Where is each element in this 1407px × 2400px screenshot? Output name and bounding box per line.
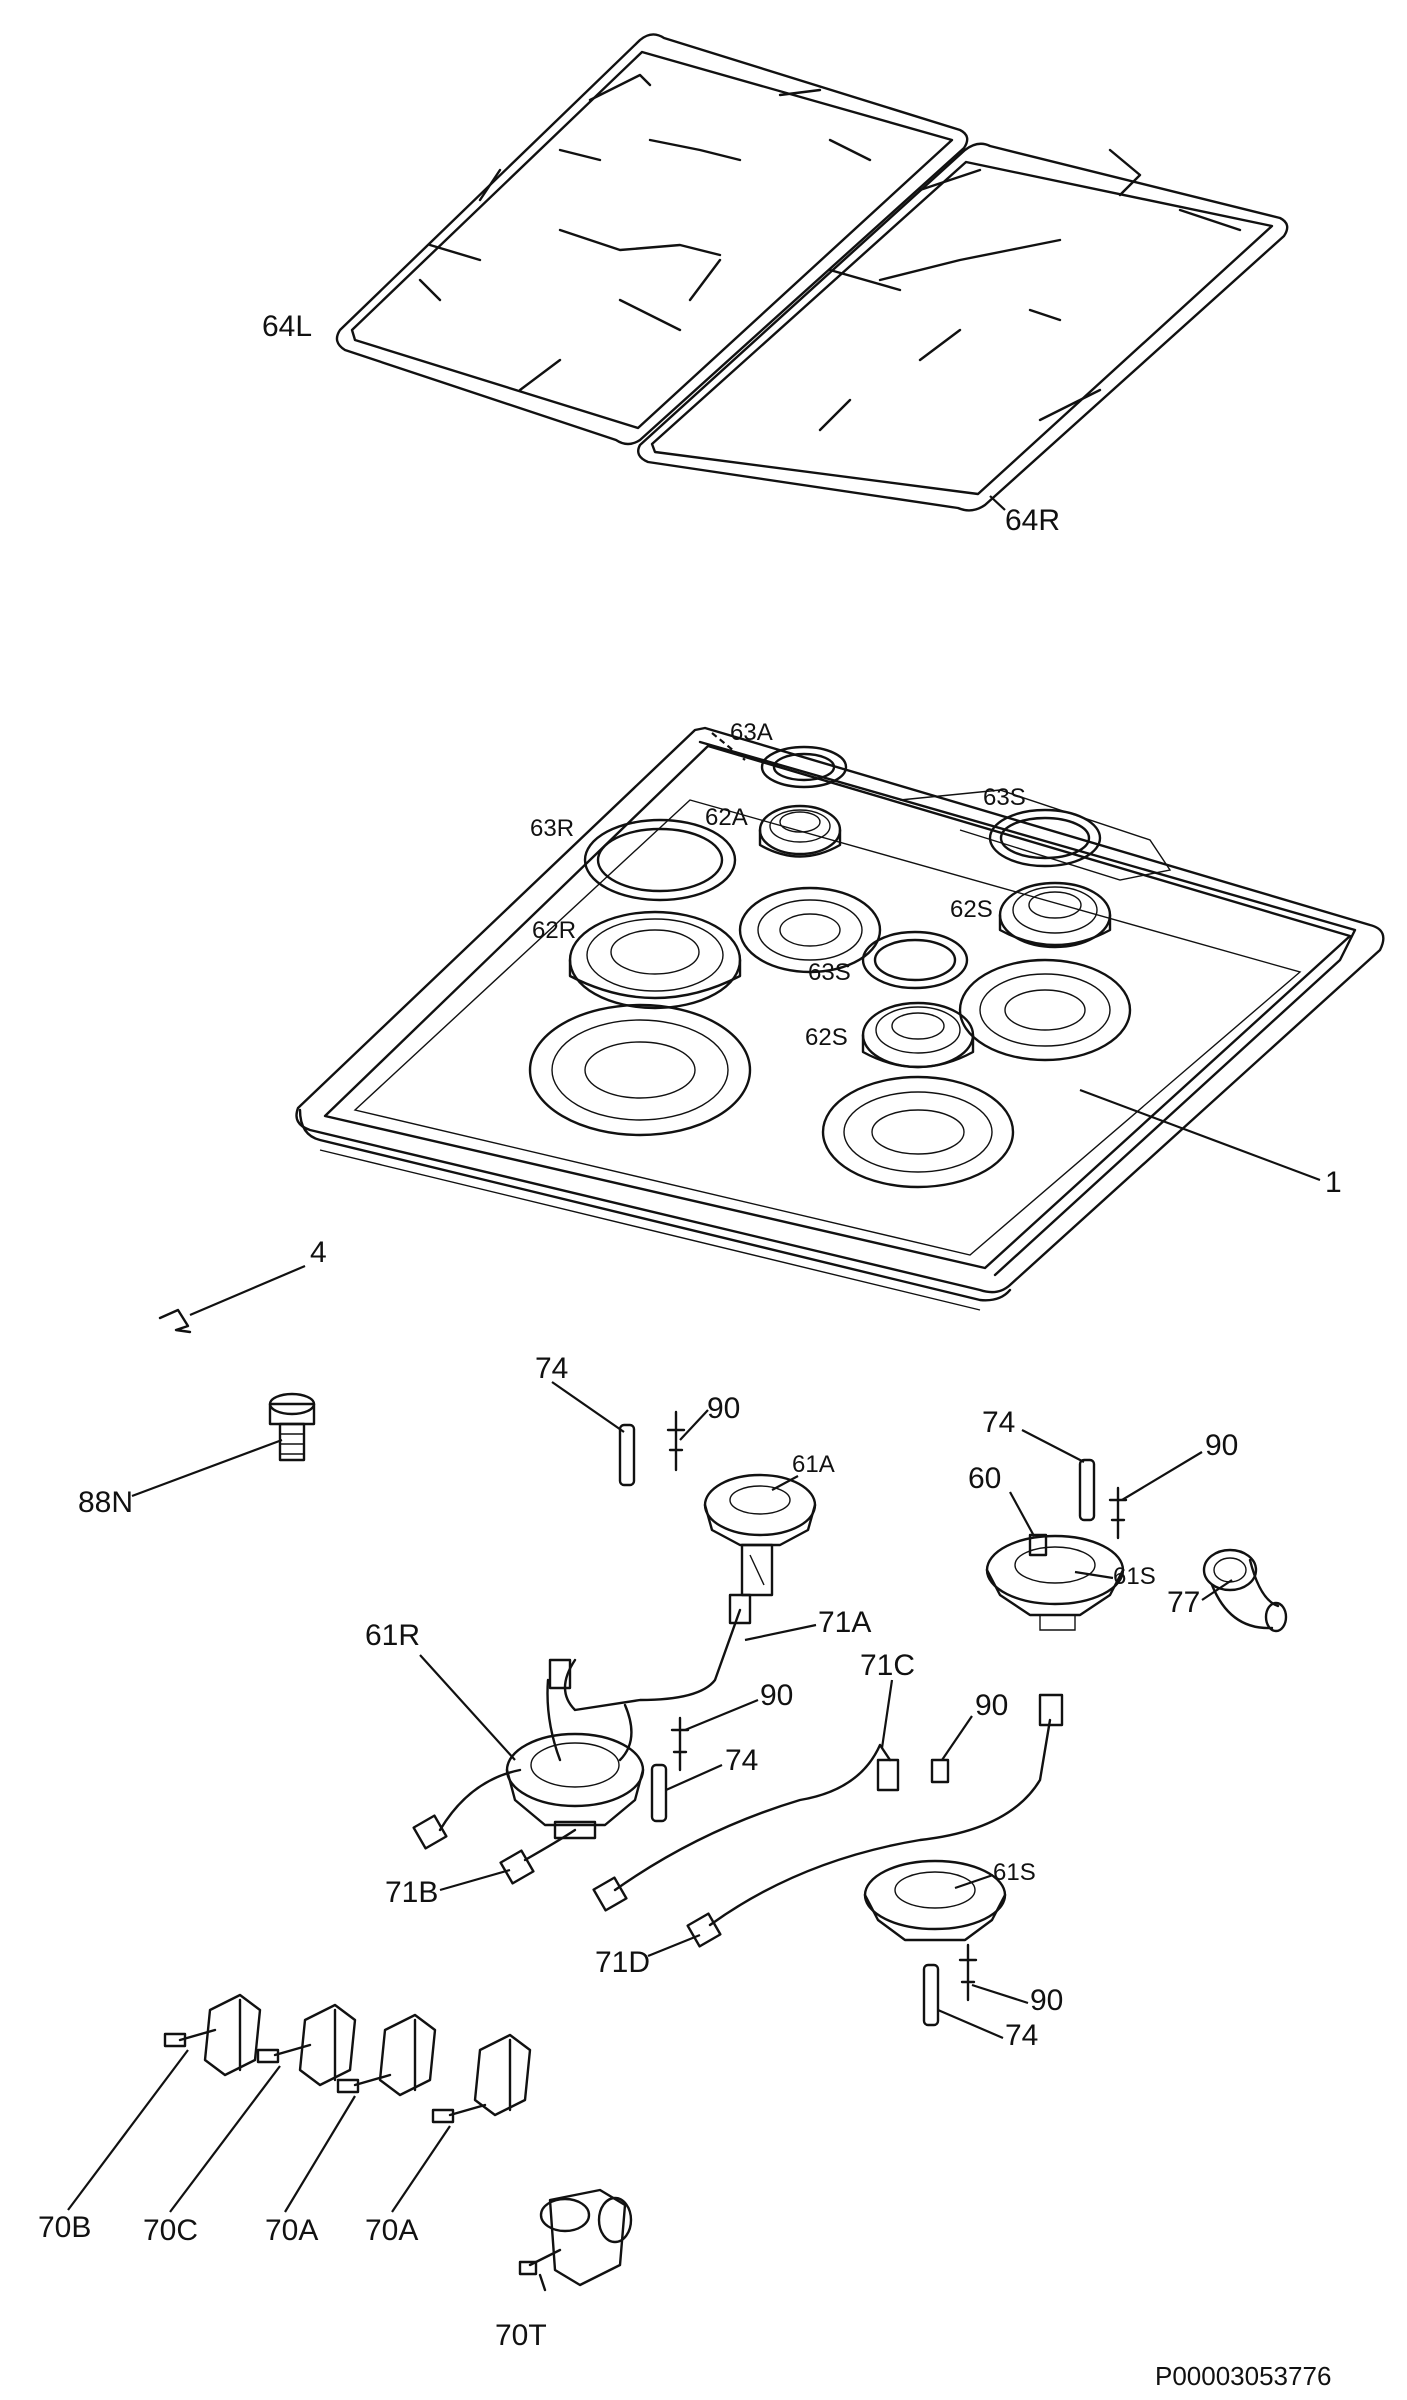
thermocouple-74-b xyxy=(1078,1458,1096,1522)
pan-support-left xyxy=(335,33,969,446)
label-88N: 88N xyxy=(78,1486,133,1519)
elbow-77 xyxy=(1202,1548,1288,1633)
label-62S-mid: 62S xyxy=(805,1024,848,1051)
electrode-90-c xyxy=(670,1716,690,1772)
label-90-d: 90 xyxy=(975,1689,1008,1722)
burner-body-61A xyxy=(703,1473,817,1597)
label-70T: 70T xyxy=(495,2319,547,2352)
label-77: 77 xyxy=(1167,1586,1200,1619)
clip-part xyxy=(158,1308,192,1334)
tube-71A xyxy=(546,1593,752,1762)
label-71C: 71C xyxy=(860,1649,915,1682)
electrode-90-a xyxy=(666,1410,686,1472)
tap-70A-b xyxy=(431,2033,532,2124)
valve-70T xyxy=(518,2188,633,2292)
tube-71D xyxy=(686,1693,1064,1948)
burner-seat-right xyxy=(958,958,1132,1062)
label-1: 1 xyxy=(1325,1166,1342,1199)
burner-62S-mid xyxy=(861,1001,975,1069)
label-61S-a: 61S xyxy=(1113,1563,1156,1590)
label-90-e: 90 xyxy=(1030,1984,1063,2017)
label-71D: 71D xyxy=(595,1946,650,1979)
thermocouple-74-a xyxy=(618,1423,636,1487)
label-63S-mid: 63S xyxy=(808,959,851,986)
nozzle-90-d xyxy=(930,1758,950,1784)
thermocouple-74-d xyxy=(922,1963,940,2027)
nozzle-88N xyxy=(268,1392,316,1462)
label-70B: 70B xyxy=(38,2211,91,2244)
label-62S-top: 62S xyxy=(950,896,993,923)
burner-seat-large xyxy=(528,1003,752,1137)
label-64R: 64R xyxy=(1005,504,1060,537)
label-74-a: 74 xyxy=(535,1352,568,1385)
label-71B: 71B xyxy=(385,1876,438,1909)
hob-top-plate xyxy=(295,726,1385,1311)
label-70A-b: 70A xyxy=(365,2214,418,2247)
tube-71B xyxy=(412,1768,577,1885)
thermocouple-74-c xyxy=(650,1763,668,1823)
label-62A: 62A xyxy=(705,804,748,831)
label-4: 4 xyxy=(310,1236,327,1269)
burner-body-61S-b xyxy=(863,1859,1007,1942)
document-code: P00003053776 xyxy=(1155,2361,1331,2391)
electrode-90-b xyxy=(1108,1486,1128,1540)
cap-63R xyxy=(583,818,737,902)
label-74-b: 74 xyxy=(982,1406,1015,1439)
pan-support-right xyxy=(637,142,1289,512)
nozzle-60 xyxy=(1028,1533,1048,1557)
label-70A-a: 70A xyxy=(265,2214,318,2247)
label-90-b: 90 xyxy=(1205,1429,1238,1462)
label-70C: 70C xyxy=(143,2214,198,2247)
tap-70A-a xyxy=(336,2013,437,2097)
label-63S-top: 63S xyxy=(983,784,1026,811)
label-61R: 61R xyxy=(365,1619,420,1652)
burner-seat-centre xyxy=(738,886,882,974)
burner-62S-top xyxy=(998,881,1112,949)
cap-63A xyxy=(760,745,848,789)
label-74-d: 74 xyxy=(1005,2019,1038,2052)
label-62R: 62R xyxy=(532,917,576,944)
label-61A: 61A xyxy=(792,1451,835,1478)
label-61S-b: 61S xyxy=(993,1859,1036,1886)
label-60: 60 xyxy=(968,1462,1001,1495)
tap-70C xyxy=(256,2003,357,2087)
label-74-c: 74 xyxy=(725,1744,758,1777)
burner-body-61R xyxy=(505,1732,645,1840)
burner-seat-front xyxy=(821,1075,1015,1189)
label-90-c: 90 xyxy=(760,1679,793,1712)
label-63A: 63A xyxy=(730,719,773,746)
cap-63S-mid xyxy=(861,930,969,990)
cap-63S-top xyxy=(988,808,1102,868)
electrode-90-e xyxy=(958,1943,978,2002)
label-90-a: 90 xyxy=(707,1392,740,1425)
label-63R: 63R xyxy=(530,815,574,842)
burner-62A xyxy=(758,804,842,858)
label-71A: 71A xyxy=(818,1606,871,1639)
tap-70B xyxy=(163,1993,262,2077)
burner-62R xyxy=(568,910,742,1010)
label-64L: 64L xyxy=(262,310,312,343)
burner-body-61S-a xyxy=(985,1534,1125,1631)
